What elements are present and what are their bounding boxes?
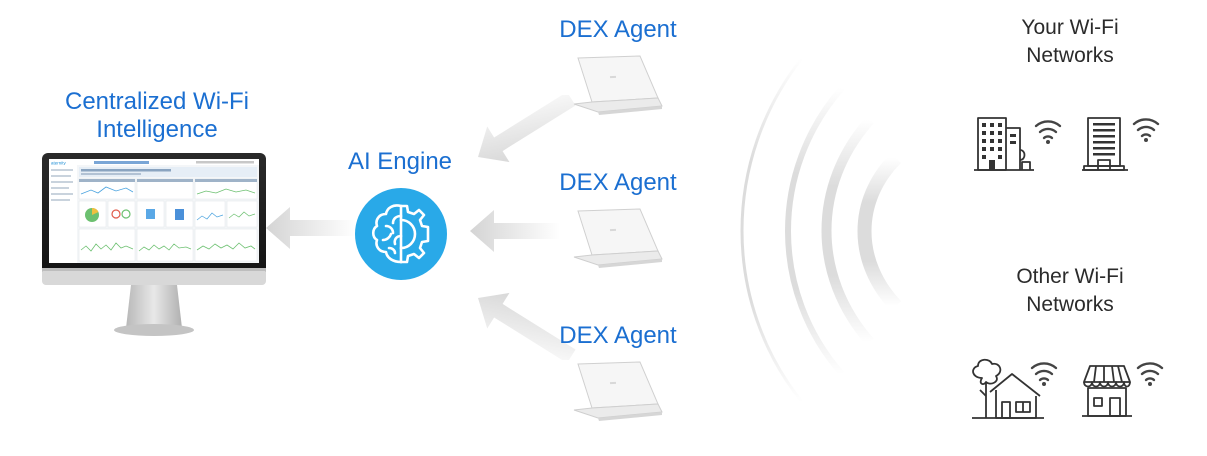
monitor: aternity xyxy=(42,153,266,336)
laptop-icon xyxy=(573,55,663,115)
your-networks-line2: Networks xyxy=(1026,44,1114,67)
arrow-agent1-to-engine xyxy=(478,95,576,163)
dex-agent-label-3: DEX Agent xyxy=(559,322,677,349)
screen-logo: aternity xyxy=(51,161,67,166)
centralized-title-line1: Centralized Wi-Fi xyxy=(64,88,250,115)
arrow-agent3-to-engine xyxy=(478,292,576,360)
other-networks-line1: Other Wi-Fi xyxy=(1016,265,1124,288)
ai-engine-label: AI Engine xyxy=(347,148,453,175)
your-networks-line1: Your Wi-Fi xyxy=(1021,16,1119,39)
arrow-to-dashboard xyxy=(266,207,356,249)
wifi-signal-arcs xyxy=(740,57,902,403)
dex-agent-label-2: DEX Agent xyxy=(559,169,677,196)
laptop-icon xyxy=(573,361,663,421)
centralized-title-line2: Intelligence xyxy=(96,116,218,143)
laptop-icon xyxy=(573,208,663,268)
office-building-icon xyxy=(974,117,1062,171)
brain-gear-icon xyxy=(355,188,447,280)
tower-building-icon xyxy=(1082,117,1160,171)
other-networks-label: Other Wi-Fi Networks xyxy=(985,263,1155,319)
your-networks-label: Your Wi-Fi Networks xyxy=(985,14,1155,70)
other-networks-line2: Networks xyxy=(1026,293,1114,316)
house-icon xyxy=(972,358,1058,419)
centralized-title: Centralized Wi-Fi Intelligence xyxy=(46,88,268,144)
arrow-agent2-to-engine xyxy=(470,210,560,252)
dex-agent-label-1: DEX Agent xyxy=(559,16,677,43)
shop-icon xyxy=(1082,362,1164,417)
